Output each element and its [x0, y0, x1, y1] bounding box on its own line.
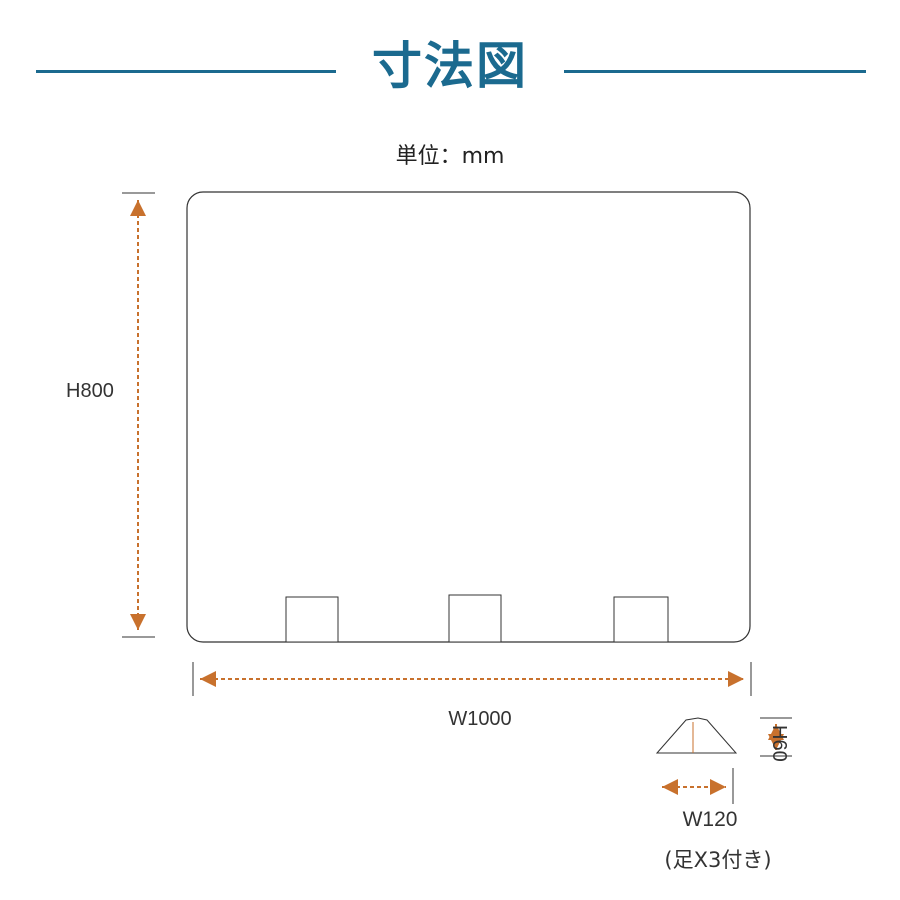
title-banner: 寸法図	[0, 30, 900, 102]
unit-label: 単位：mm	[395, 144, 505, 169]
foot-detail-shape	[655, 717, 738, 754]
foot-count-note: (足X3付き)	[664, 848, 772, 872]
foot-right	[613, 596, 669, 643]
panel-outline	[186, 191, 751, 643]
title-rule-right	[564, 70, 866, 73]
foot-detail	[655, 717, 792, 804]
height-dimension	[122, 192, 155, 638]
foot-left	[285, 596, 339, 643]
height-label: H800	[66, 380, 114, 402]
foot-height-label: H60	[768, 725, 790, 762]
width-dimension	[192, 662, 752, 696]
page-title: 寸法図	[372, 37, 528, 95]
foot-width-label: W120	[682, 808, 738, 831]
foot-center	[448, 594, 502, 643]
title-rule-left	[36, 70, 336, 73]
width-label: W1000	[448, 708, 512, 730]
